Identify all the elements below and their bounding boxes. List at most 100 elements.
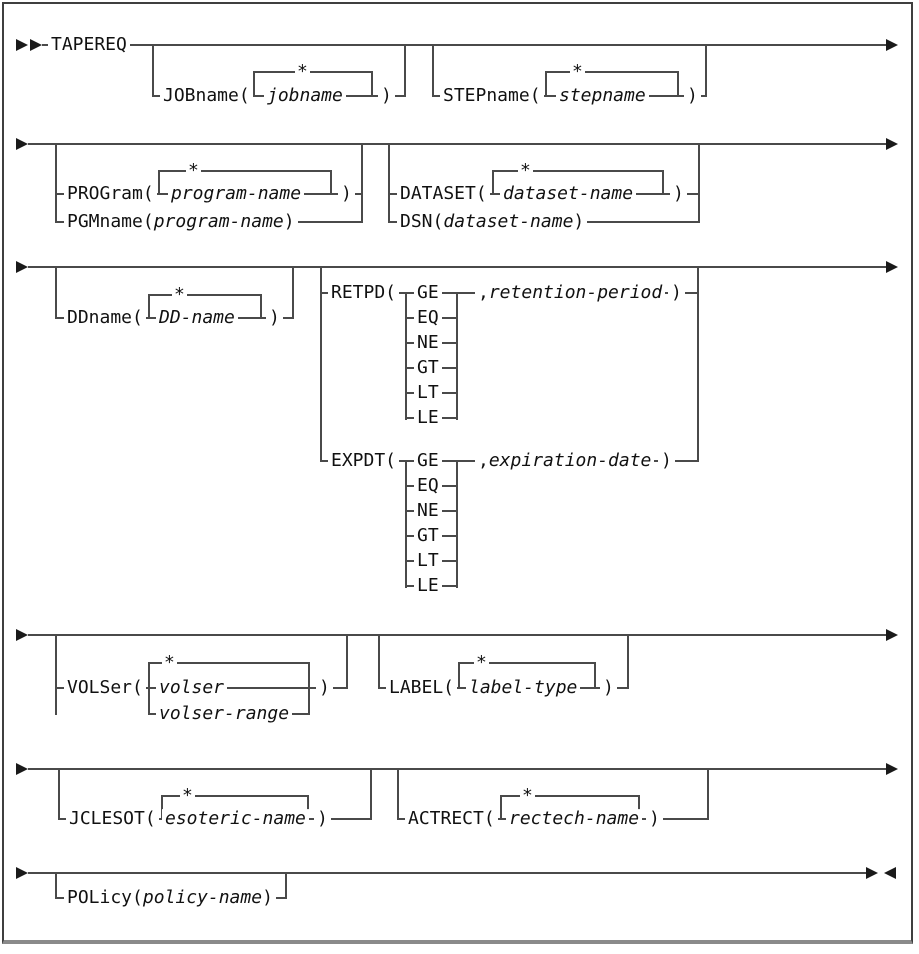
variable-volser-range: volser-range xyxy=(156,704,293,724)
keyword-retpd: RETPD( xyxy=(328,283,400,303)
rail-line xyxy=(28,768,888,770)
keyword-program: PROGram( xyxy=(64,184,157,204)
close-paren: ) xyxy=(262,887,273,909)
rail-line xyxy=(320,266,322,462)
default-star: * xyxy=(186,160,201,182)
rail-line xyxy=(697,266,699,462)
variable-program-name: program-name xyxy=(168,184,305,204)
close-paren: ) xyxy=(573,211,585,233)
default-star: * xyxy=(295,61,310,83)
continue-arrow-icon xyxy=(16,867,28,879)
keyword-pgmname: PGMname(program-name) xyxy=(64,212,298,232)
start-arrow-icon xyxy=(16,39,28,51)
operator-ne: NE xyxy=(414,333,442,353)
rail-line xyxy=(500,795,640,797)
variable-expiration-date: ,expiration-date xyxy=(475,451,655,471)
rail-line xyxy=(158,170,332,172)
end-arrow-right-icon xyxy=(866,867,878,879)
operator-lt: LT xyxy=(414,383,442,403)
rail-line xyxy=(148,294,150,319)
comma: , xyxy=(478,282,489,304)
rail-line xyxy=(371,71,373,97)
rail-line xyxy=(627,634,629,689)
default-star: * xyxy=(180,785,195,807)
close-paren: ) xyxy=(316,678,333,698)
close-paren: ) xyxy=(338,184,355,204)
close-paren: ) xyxy=(646,809,663,829)
rail-line xyxy=(55,266,57,319)
operator-le: LE xyxy=(414,576,442,596)
keyword-expdt: EXPDT( xyxy=(328,451,400,471)
keyword-dsn: DSN(dataset-name) xyxy=(397,211,588,233)
rail-line xyxy=(662,170,664,195)
rail-line xyxy=(458,662,460,689)
rail-line xyxy=(361,143,363,223)
continue-arrow-icon xyxy=(886,138,898,150)
continue-arrow-icon xyxy=(886,763,898,775)
keyword-jobname: JOBname( xyxy=(160,86,253,106)
variable-policy-name: policy-name xyxy=(142,887,263,909)
rail-line xyxy=(432,44,434,97)
close-paren: ) xyxy=(266,308,283,328)
close-paren: ) xyxy=(600,678,617,698)
rail-line xyxy=(253,71,373,73)
rail-line xyxy=(370,768,372,820)
default-star: * xyxy=(172,284,187,306)
close-paren: ) xyxy=(378,86,395,106)
rail-line xyxy=(28,872,868,874)
variable-retention-period-text: retention-period xyxy=(488,282,663,304)
rail-line xyxy=(405,460,407,588)
variable-dataset-name: dataset-name xyxy=(443,211,574,233)
operator-ge: GE xyxy=(414,451,442,471)
operator-eq: EQ xyxy=(414,308,442,328)
rail-line xyxy=(161,795,163,820)
end-arrow-left-icon xyxy=(884,867,896,879)
operator-ge: GE xyxy=(414,283,442,303)
rail-line xyxy=(388,143,390,223)
rail-line xyxy=(260,294,262,319)
variable-esoteric-name: esoteric-name xyxy=(162,809,309,829)
rail-line xyxy=(28,266,888,268)
rail-line xyxy=(28,634,888,636)
rail-line xyxy=(152,44,154,97)
operator-lt: LT xyxy=(414,551,442,571)
keyword-stepname: STEPname( xyxy=(440,86,544,106)
keyword-tapereq: TAPEREQ xyxy=(48,35,130,55)
start-arrow-icon xyxy=(30,39,42,51)
rail-line xyxy=(545,71,679,73)
rail-line xyxy=(307,795,309,820)
continue-arrow-icon xyxy=(886,261,898,273)
rail-line xyxy=(456,460,458,588)
close-paren: ) xyxy=(670,184,687,204)
rail-line xyxy=(698,143,700,223)
keyword-volser: VOLSer( xyxy=(64,678,146,698)
rail-line xyxy=(55,143,57,223)
rail-line xyxy=(500,795,502,820)
rail-line xyxy=(292,266,294,319)
rail-line xyxy=(253,71,255,97)
rail-line xyxy=(148,294,262,296)
variable-dd-name: DD-name xyxy=(156,308,238,328)
variable-rectech-name: rectech-name xyxy=(506,809,643,829)
close-paren: ) xyxy=(684,86,701,106)
close-paren: ) xyxy=(658,451,675,471)
keyword-policy: POLicy(policy-name) xyxy=(64,888,276,908)
continue-arrow-icon xyxy=(886,629,898,641)
rail-line xyxy=(594,662,596,689)
variable-stepname: stepname xyxy=(556,86,649,106)
keyword-jclesot: JCLESOT( xyxy=(66,809,159,829)
rail-line xyxy=(161,795,309,797)
default-star: * xyxy=(162,652,177,674)
keyword-ddname: DDname( xyxy=(64,308,146,328)
keyword-policy-label: POLicy( xyxy=(67,887,143,909)
rail-line xyxy=(707,768,709,820)
rail-line xyxy=(285,872,287,899)
rail-line xyxy=(330,170,332,195)
continue-arrow-icon xyxy=(16,763,28,775)
rail-line xyxy=(58,768,60,820)
default-star: * xyxy=(518,160,533,182)
rail-line xyxy=(378,634,380,689)
close-paren: ) xyxy=(668,283,685,303)
rail-line xyxy=(148,662,310,664)
continue-arrow-icon xyxy=(886,39,898,51)
